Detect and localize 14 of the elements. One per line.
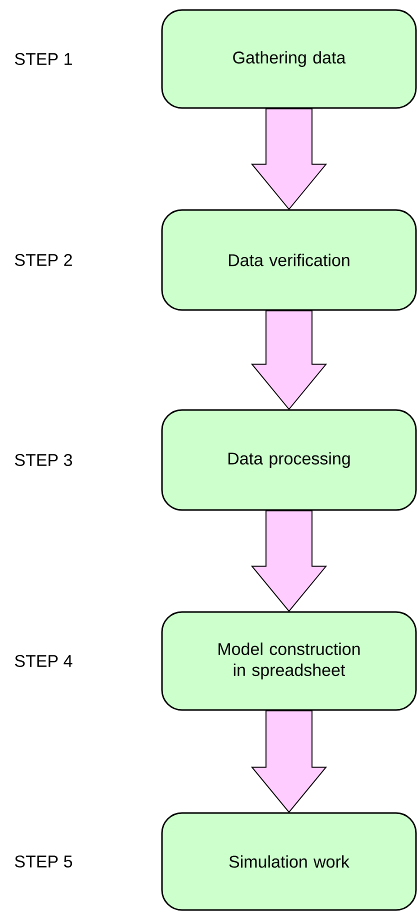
step-label: STEP 2 [14, 254, 72, 266]
process-box: Data verification [161, 209, 417, 311]
block-arrow [250, 108, 328, 210]
step-label: STEP 3 [14, 454, 72, 466]
block-arrow [250, 510, 328, 612]
step-label: STEP 4 [14, 654, 72, 668]
process-box: Data processing [161, 409, 417, 511]
block-arrow [250, 310, 328, 410]
block-arrow [250, 710, 328, 814]
step-label: STEP 1 [14, 53, 72, 66]
process-box: Model construction in spreadsheet [161, 611, 417, 711]
process-box: Gathering data [161, 9, 417, 109]
step-label: STEP 5 [14, 855, 72, 868]
process-box: Simulation work [161, 812, 417, 911]
